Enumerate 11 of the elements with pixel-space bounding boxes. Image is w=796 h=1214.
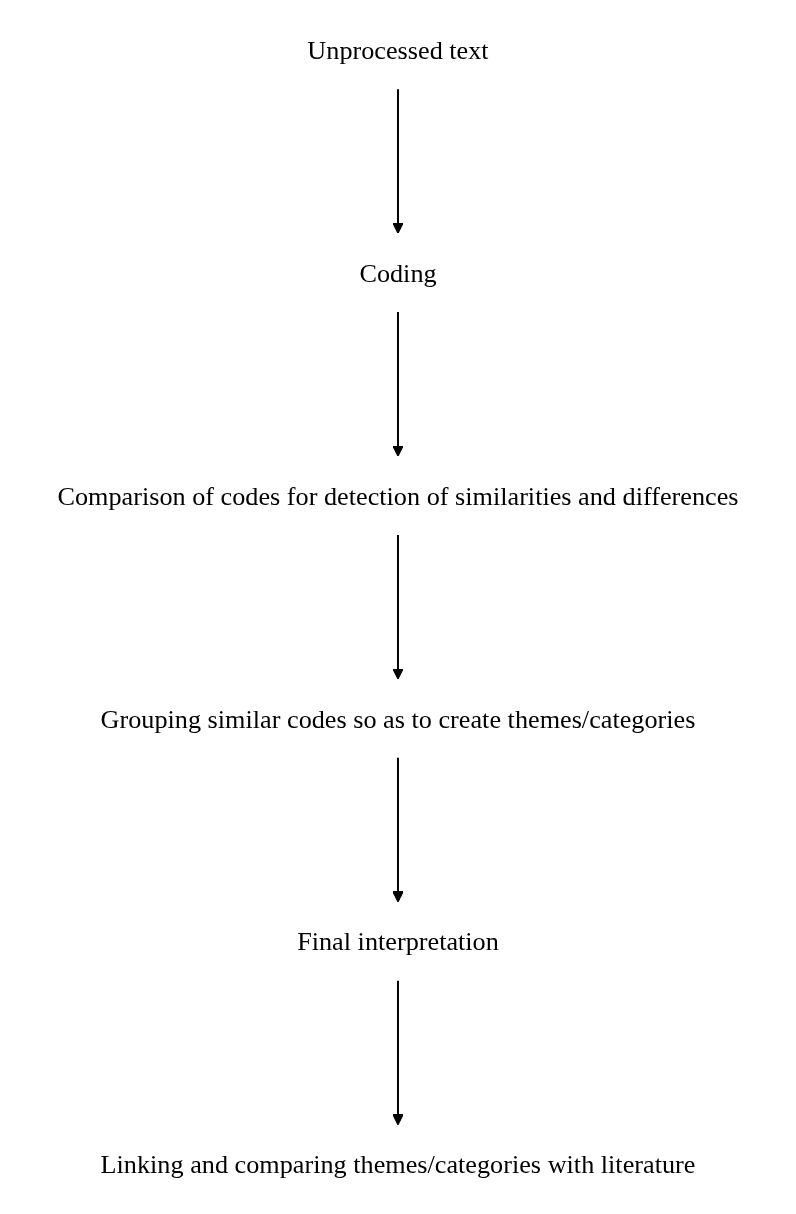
arrow [392,88,404,234]
node-text: Coding [359,258,437,288]
arrow [392,756,404,903]
arrow [392,979,404,1126]
node-text: Unprocessed text [307,35,489,65]
node-text: Linking and comparing themes/categories with literature [100,1149,696,1179]
arrow [392,311,404,457]
node-text: Grouping similar codes so as to create themes/categories [100,704,696,733]
node-text: Comparison of codes for detection of similarities and differences [57,481,739,510]
arrow [392,533,404,680]
node-text: Final interpretation [297,926,499,956]
